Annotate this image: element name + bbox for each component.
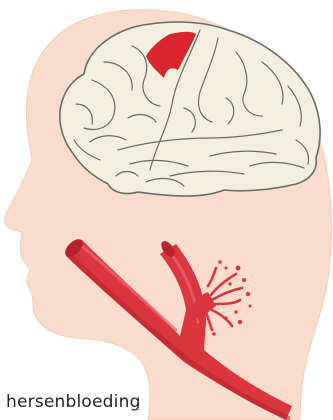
brain-icon [60, 22, 320, 196]
diagram-caption: hersenbloeding [6, 391, 145, 413]
